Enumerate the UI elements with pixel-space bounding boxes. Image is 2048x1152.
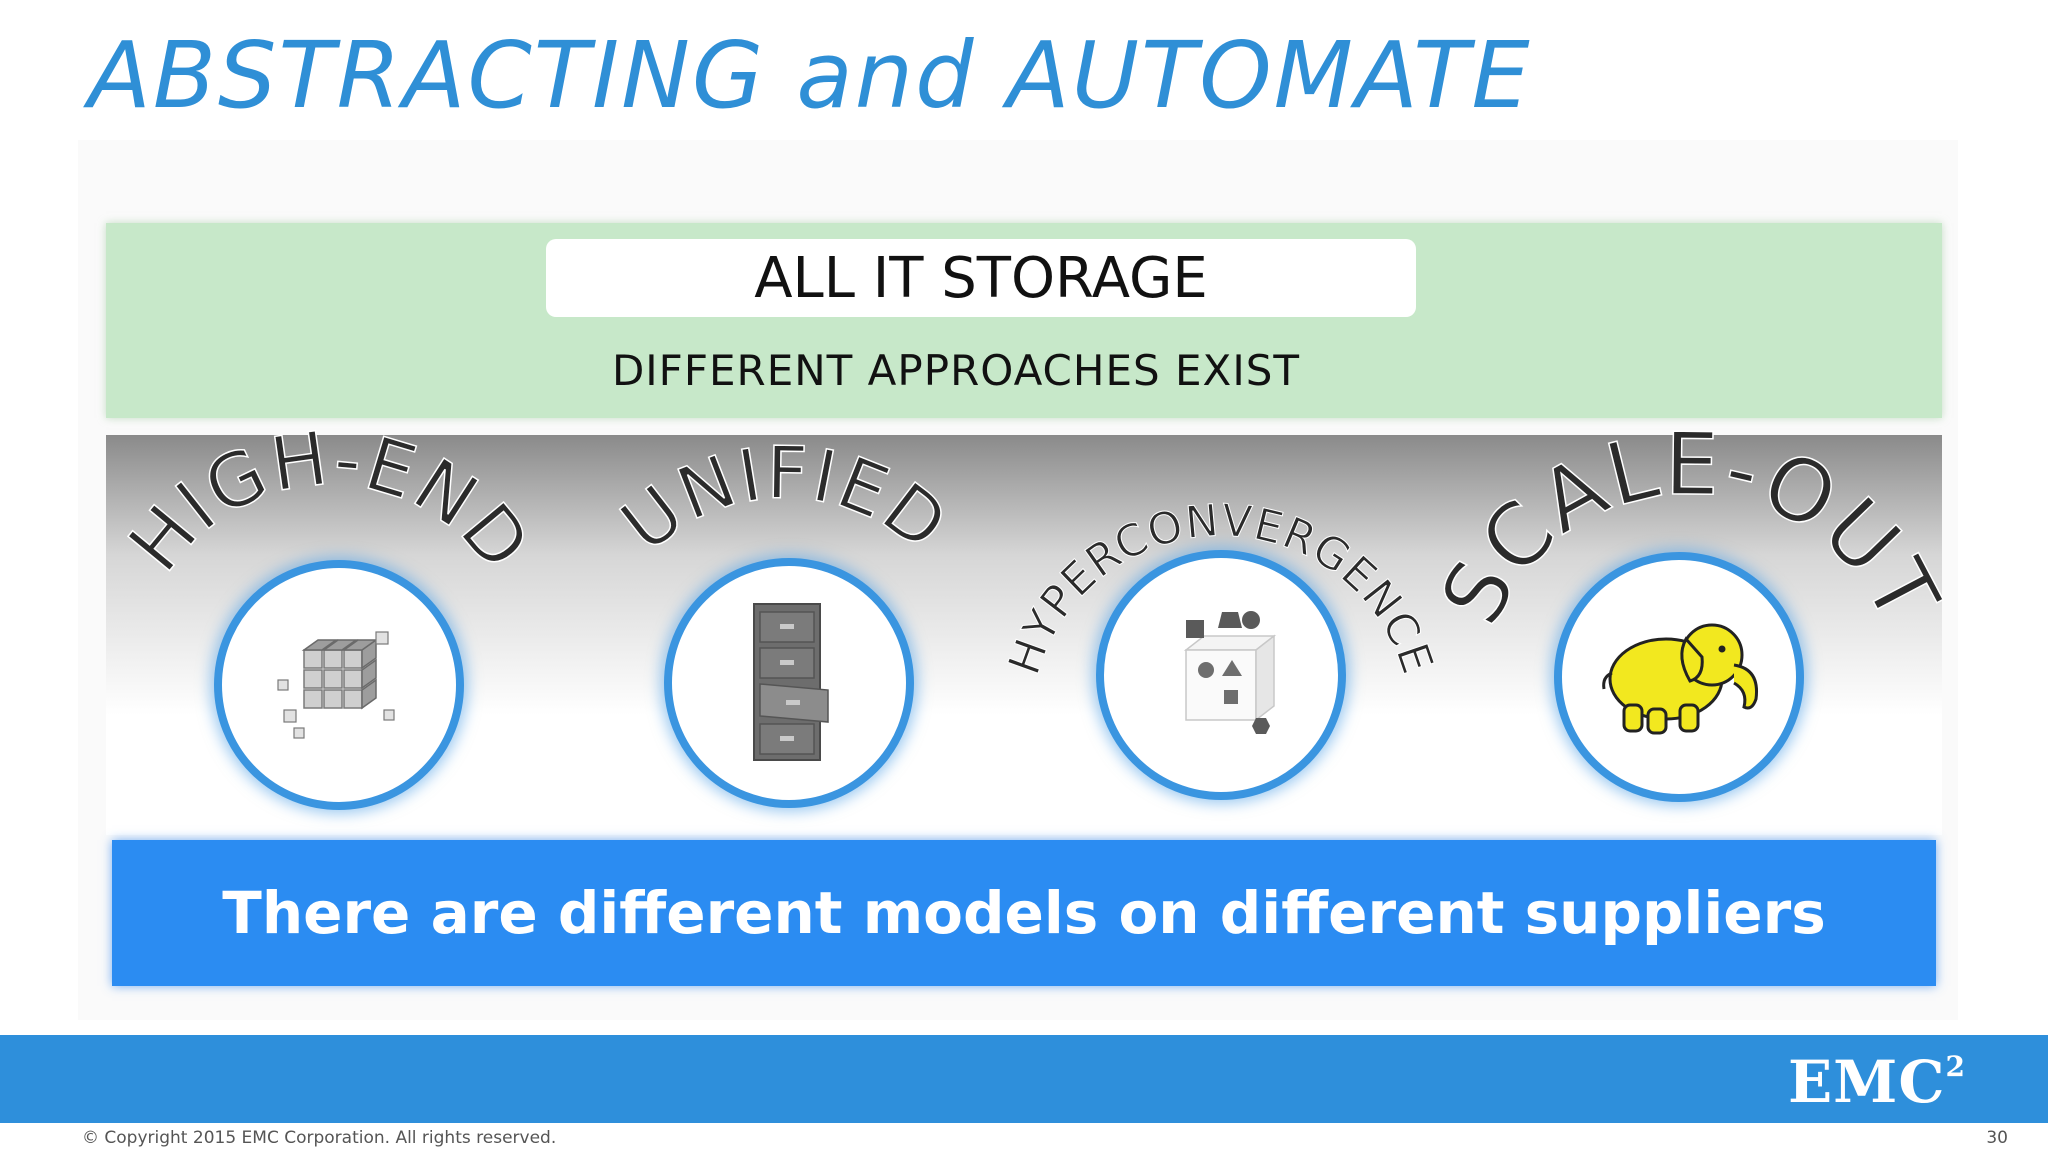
shape-sorter-cube-icon xyxy=(1183,611,1277,734)
cube-blocks-icon xyxy=(277,631,395,739)
copyright-text: © Copyright 2015 EMC Corporation. All ri… xyxy=(82,1128,557,1148)
hyperconvergence-circle xyxy=(1096,550,1346,800)
footer-bar xyxy=(0,1035,2048,1123)
unified-circle xyxy=(664,558,914,808)
slide-title: ABSTRACTING and AUTOMATE xyxy=(88,22,1532,129)
filing-cabinet-icon xyxy=(753,603,829,761)
page-number: 30 xyxy=(1986,1128,2008,1148)
suppliers-banner: There are different models on different … xyxy=(112,840,1936,986)
model-label-unified: UNIFIED xyxy=(606,430,964,567)
yellow-elephant-icon xyxy=(1602,623,1759,735)
high-end-circle xyxy=(214,560,464,810)
all-it-storage-box: ALL IT STORAGE xyxy=(546,239,1416,317)
scale-out-circle xyxy=(1554,552,1804,802)
approaches-label: DIFFERENT APPROACHES EXIST xyxy=(611,346,1301,395)
emc-logo: EMC2 xyxy=(1787,1048,1966,1116)
